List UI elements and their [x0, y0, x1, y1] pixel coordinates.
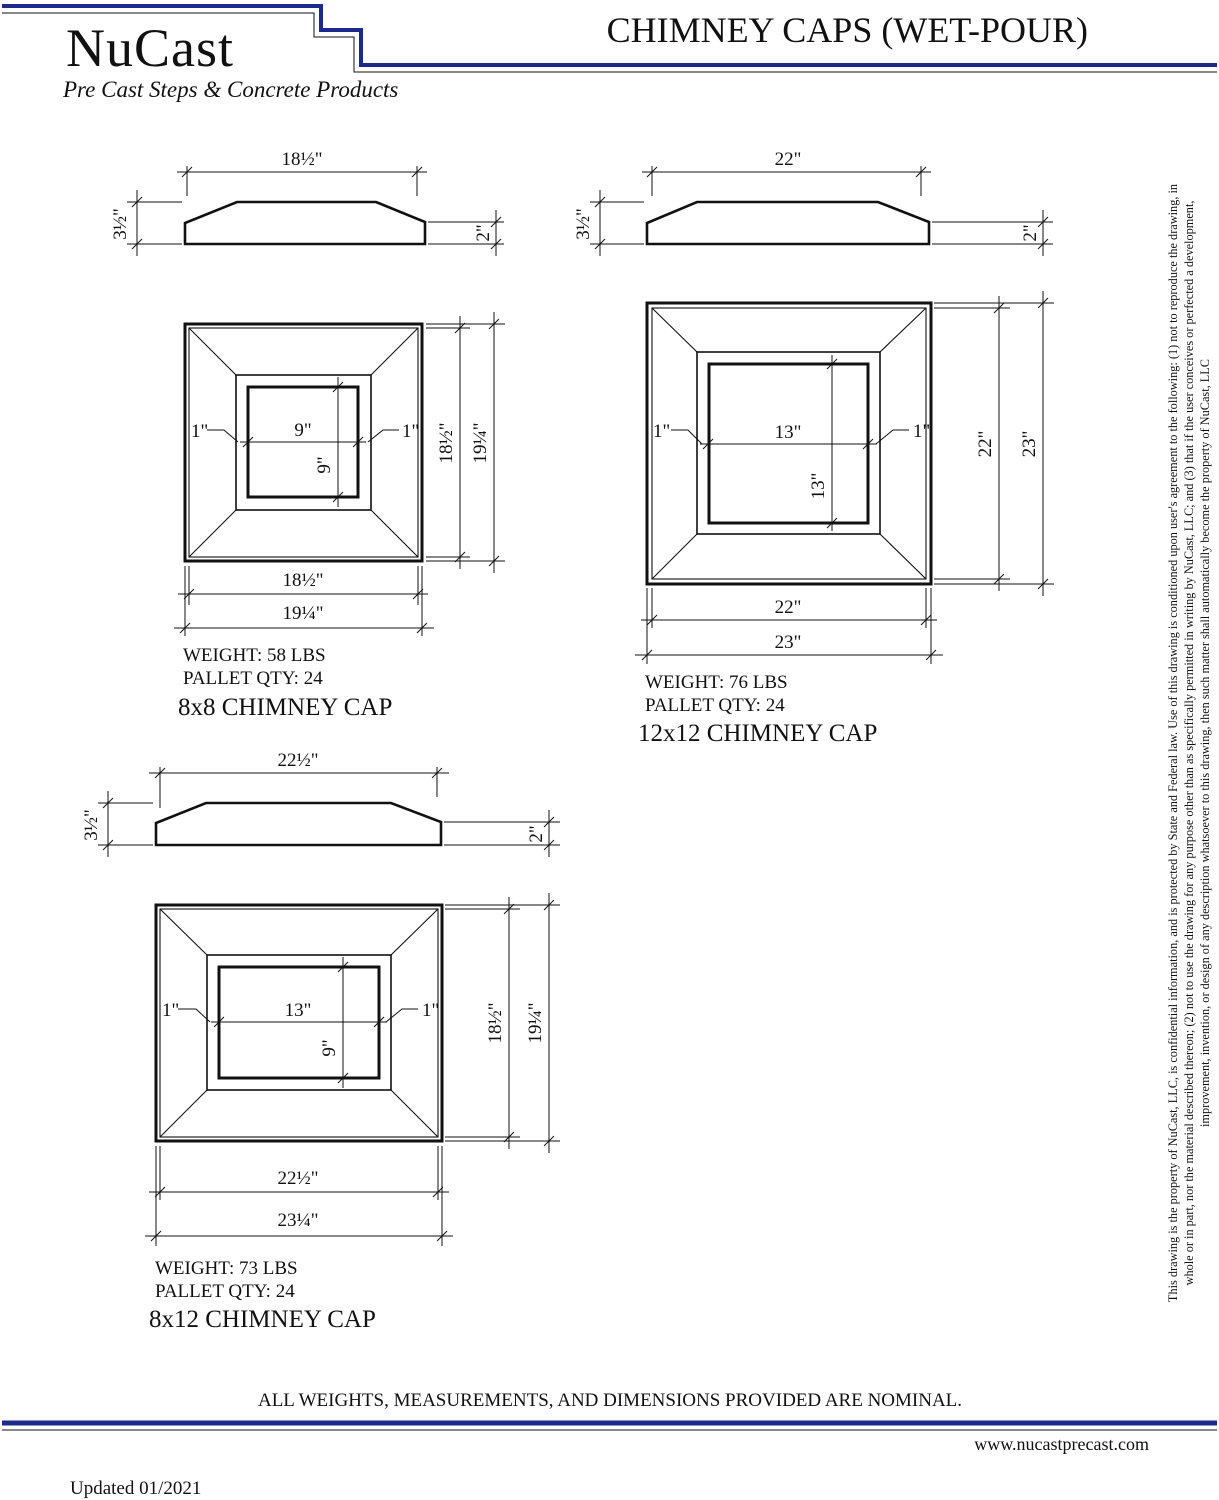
- dim-label: 3½": [81, 809, 102, 841]
- dim-label: 18½": [281, 149, 322, 170]
- dim-label: 1": [162, 1000, 179, 1021]
- dim-label: 1": [653, 421, 670, 442]
- dim-label: 19¼": [525, 1002, 546, 1043]
- company-tagline: Pre Cast Steps & Concrete Products: [62, 77, 398, 102]
- legal-disclaimer: This drawing is the property of NuCast, …: [1166, 184, 1212, 1302]
- header: NuCast Pre Cast Steps & Concrete Product…: [2, 4, 1217, 102]
- dim-label: 22": [975, 431, 996, 458]
- dim-label: 3½": [110, 208, 131, 240]
- dim-label: 2": [473, 224, 494, 241]
- cap-pallet-qty: PALLET QTY: 24: [645, 695, 785, 716]
- dim-label: 23": [775, 632, 802, 653]
- cap-weight: WEIGHT: 73 LBS: [155, 1258, 298, 1279]
- dim-label: 3½": [573, 208, 594, 240]
- dim-label: 18½": [436, 422, 457, 463]
- dim-label: 13": [808, 473, 829, 500]
- cap-8x8: 18½" 3½" 2": [110, 149, 505, 721]
- disclaimer-line-1: This drawing is the property of NuCast, …: [1166, 184, 1180, 1302]
- cap-name: 12x12 CHIMNEY CAP: [638, 720, 877, 747]
- dim-label: 19¼": [470, 422, 491, 463]
- cap-8x12-plan: 13" 9" 1" 1" 18½" 19¼" 2: [145, 893, 560, 1246]
- cap-weight: WEIGHT: 76 LBS: [645, 672, 788, 693]
- dim-label: 2": [1020, 224, 1041, 241]
- dim-label: 23": [1019, 431, 1040, 458]
- dim-label: 1": [422, 1000, 439, 1021]
- cap-name: 8x8 CHIMNEY CAP: [178, 694, 392, 721]
- cap-12x12-elevation: 22" 3½" 2": [573, 149, 1053, 256]
- nominal-note: ALL WEIGHTS, MEASUREMENTS, AND DIMENSION…: [258, 1390, 962, 1411]
- dim-label: 23¼": [277, 1210, 318, 1231]
- cap-12x12: 22" 3½" 2" 13": [573, 149, 1054, 747]
- dim-label: 9": [294, 420, 311, 441]
- dim-label: 9": [314, 456, 335, 473]
- cap-8x8-plan: 9" 9" 1" 1" 18½" 19¼": [174, 312, 505, 636]
- dim-label: 1": [402, 421, 419, 442]
- disclaimer-line-2: whole or in part, nor the material descr…: [1182, 201, 1196, 1286]
- dim-label: 22": [775, 597, 802, 618]
- dim-label: 13": [775, 422, 802, 443]
- dim-label: 13": [285, 1000, 312, 1021]
- dim-label: 2": [526, 825, 547, 842]
- company-logo: NuCast: [66, 18, 234, 78]
- cap-12x12-plan: 13" 13" 1" 1" 22" 23" 22: [635, 291, 1054, 664]
- header-rule: [2, 4, 1217, 73]
- cap-weight: WEIGHT: 58 LBS: [183, 645, 326, 666]
- cap-8x12-elevation: 22½" 3½" 2": [81, 750, 560, 857]
- cap-name: 8x12 CHIMNEY CAP: [149, 1306, 376, 1333]
- page-title: CHIMNEY CAPS (WET-POUR): [607, 10, 1088, 50]
- cap-pallet-qty: PALLET QTY: 24: [155, 1281, 295, 1302]
- cap-8x8-elevation: 18½" 3½" 2": [110, 149, 504, 256]
- dim-label: 22½": [277, 750, 318, 771]
- footer: ALL WEIGHTS, MEASUREMENTS, AND DIMENSION…: [2, 1390, 1217, 1499]
- cap-8x12: 22½" 3½" 2" 13": [81, 750, 560, 1333]
- dim-label: 9": [319, 1039, 340, 1056]
- disclaimer-line-3: improvement, invention, or design of any…: [1198, 359, 1212, 1127]
- dim-label: 18½": [485, 1002, 506, 1043]
- updated-date: Updated 01/2021: [70, 1478, 201, 1499]
- dim-label: 1": [191, 421, 208, 442]
- dim-label: 1": [913, 421, 930, 442]
- website-link[interactable]: www.nucastprecast.com: [974, 1434, 1149, 1454]
- dim-label: 18½": [282, 570, 323, 591]
- dim-label: 22": [775, 149, 802, 170]
- dim-label: 19¼": [282, 603, 323, 624]
- dim-label: 22½": [277, 1168, 318, 1189]
- cap-pallet-qty: PALLET QTY: 24: [183, 668, 323, 689]
